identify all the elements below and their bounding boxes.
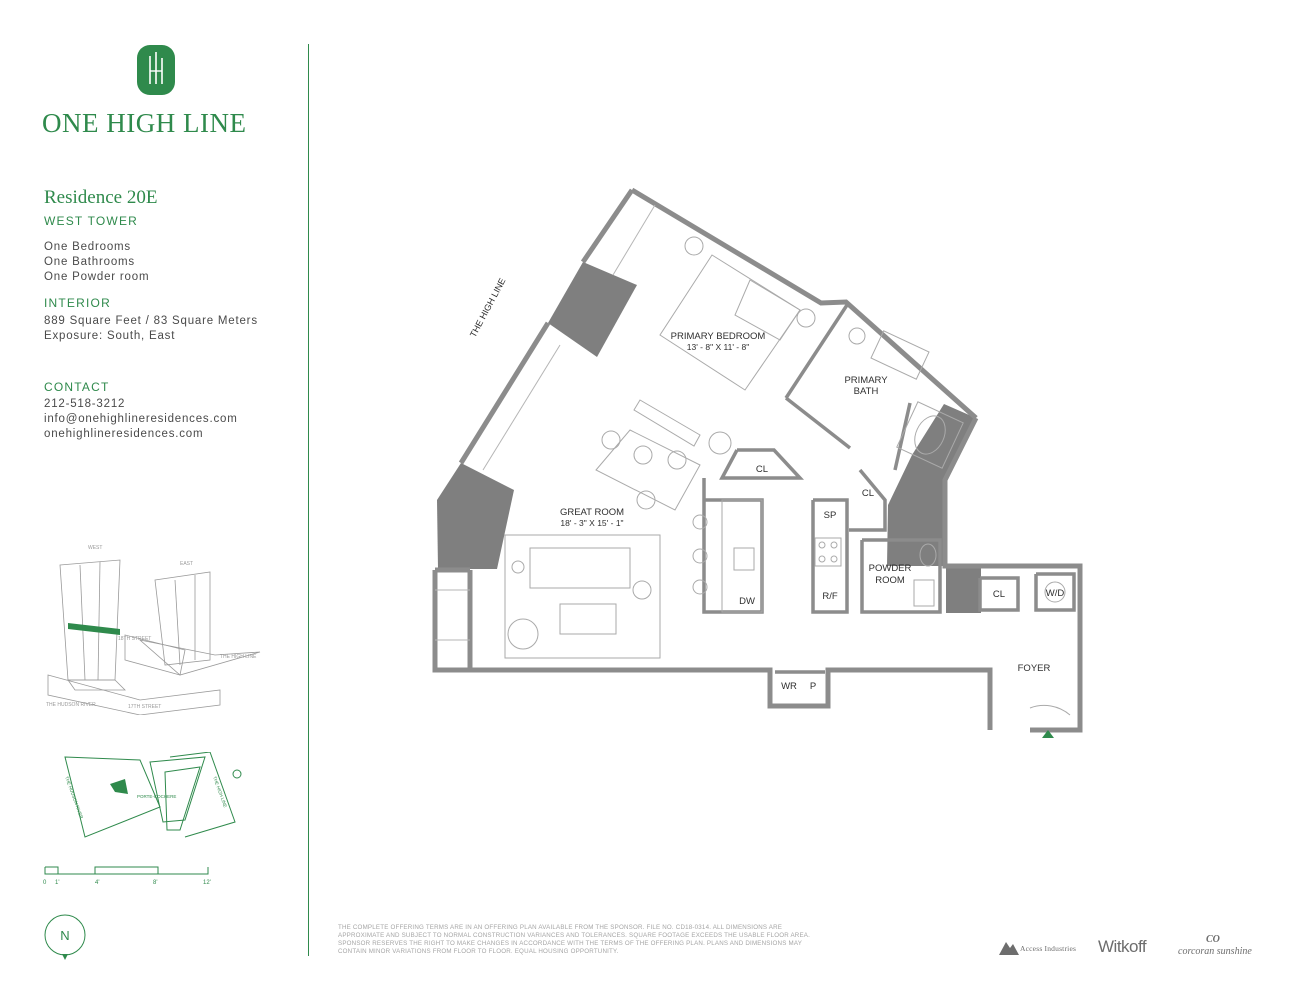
- label-closet-2: CL: [862, 488, 874, 499]
- bathroom-count: One Bathrooms: [44, 256, 135, 268]
- tower-name: WEST TOWER: [44, 214, 139, 228]
- contact-website[interactable]: onehighlineresidences.com: [44, 428, 204, 440]
- witkoff-logo: Witkoff: [1098, 937, 1147, 956]
- label-closet-3: CL: [993, 589, 1005, 600]
- room-name-primary-bedroom: PRIMARY BEDROOM: [671, 331, 766, 342]
- key-plan-label-east: EAST: [180, 561, 193, 567]
- key-plan-label-hudson: THE HUDSON RIVER: [46, 702, 96, 708]
- corcoran-logo-mark: CO: [1206, 934, 1220, 945]
- access-industries-logo: Access Industries: [1020, 944, 1077, 953]
- site-plan-label-hudson: THE HUDSON RIVER: [64, 776, 84, 820]
- scale-tick-0: 0: [43, 880, 47, 886]
- partner-logos: Access Industries Witkoff CO corcoran su…: [996, 934, 1256, 960]
- key-plan-label-17th-street: 17TH STREET: [128, 704, 161, 710]
- legal-disclaimer: THE COMPLETE OFFERING TERMS ARE IN AN OF…: [338, 924, 811, 955]
- scale-tick-4: 4': [95, 880, 99, 886]
- site-plan-label-porte-cochere: PORTE-COCHERE: [137, 794, 176, 799]
- room-name-primary-bath: PRIMARY: [844, 375, 888, 386]
- scale-tick-12: 12': [203, 880, 211, 886]
- brand-name: ONE HIGH LINE: [42, 108, 247, 138]
- north-arrow-icon: N: [44, 914, 86, 960]
- compass-label: N: [60, 928, 69, 943]
- contact-heading: CONTACT: [44, 380, 110, 394]
- square-footage: 889 Square Feet / 83 Square Meters: [44, 315, 258, 327]
- powder-room-count: One Powder room: [44, 271, 150, 283]
- contact-details: 212-518-3212 info@onehighlineresidences.…: [44, 397, 238, 442]
- interior-details: 889 Square Feet / 83 Square Meters Expos…: [44, 314, 258, 344]
- label-washer-dryer: W/D: [1046, 588, 1065, 599]
- interior-heading: INTERIOR: [44, 296, 111, 310]
- room-dims-primary-bedroom: 13' - 8" X 11' - 8": [687, 342, 750, 352]
- label-dishwasher: DW: [739, 596, 755, 607]
- label-sp: SP: [824, 510, 837, 521]
- bedroom-count: One Bedrooms: [44, 241, 131, 253]
- label-p: P: [810, 681, 816, 692]
- scale-tick-1: 1': [55, 880, 59, 886]
- access-industries-logo-icon: [999, 942, 1019, 955]
- key-plan-label-west: WEST: [88, 545, 102, 551]
- exposure: Exposure: South, East: [44, 330, 176, 342]
- label-closet-1: CL: [756, 464, 768, 475]
- scale-bar: 0 1' 4' 8' 12': [43, 866, 211, 886]
- room-name-foyer: FOYER: [1018, 663, 1051, 674]
- contact-email[interactable]: info@onehighlineresidences.com: [44, 413, 238, 425]
- contact-phone[interactable]: 212-518-3212: [44, 398, 126, 410]
- floor-plan: THE HIGH LINE PRIMARY BEDROOM 13' - 8" X…: [432, 187, 1083, 738]
- room-dims-great-room: 18' - 3" X 15' - 1": [560, 518, 623, 528]
- key-plan-illustration: WEST EAST THE HIGH LINE 18TH STREET THE …: [46, 545, 261, 715]
- room-name-primary-bath-2: BATH: [854, 386, 879, 397]
- room-name-great-room: GREAT ROOM: [560, 507, 624, 518]
- label-refrigerator: R/F: [822, 591, 838, 602]
- scale-tick-8: 8': [153, 880, 157, 886]
- key-plan-label-18th-street: 18TH STREET: [118, 636, 151, 642]
- room-count-list: One Bedrooms One Bathrooms One Powder ro…: [44, 240, 149, 285]
- key-plan-label-high-line: THE HIGH LINE: [220, 654, 257, 660]
- residence-title: Residence 20E: [44, 187, 158, 208]
- corcoran-sunshine-logo: corcoran sunshine: [1178, 946, 1252, 957]
- room-name-powder: POWDER: [869, 563, 912, 574]
- street-label-high-line: THE HIGH LINE: [468, 276, 508, 339]
- entry-arrow-icon: [1042, 730, 1054, 738]
- site-plan-map: THE HUDSON RIVER PORTE-COCHERE THE HIGH …: [64, 752, 242, 838]
- room-name-powder-2: ROOM: [875, 575, 905, 586]
- logo-icon: [137, 45, 175, 95]
- label-wr: WR: [781, 681, 797, 692]
- panel-divider: [308, 44, 309, 956]
